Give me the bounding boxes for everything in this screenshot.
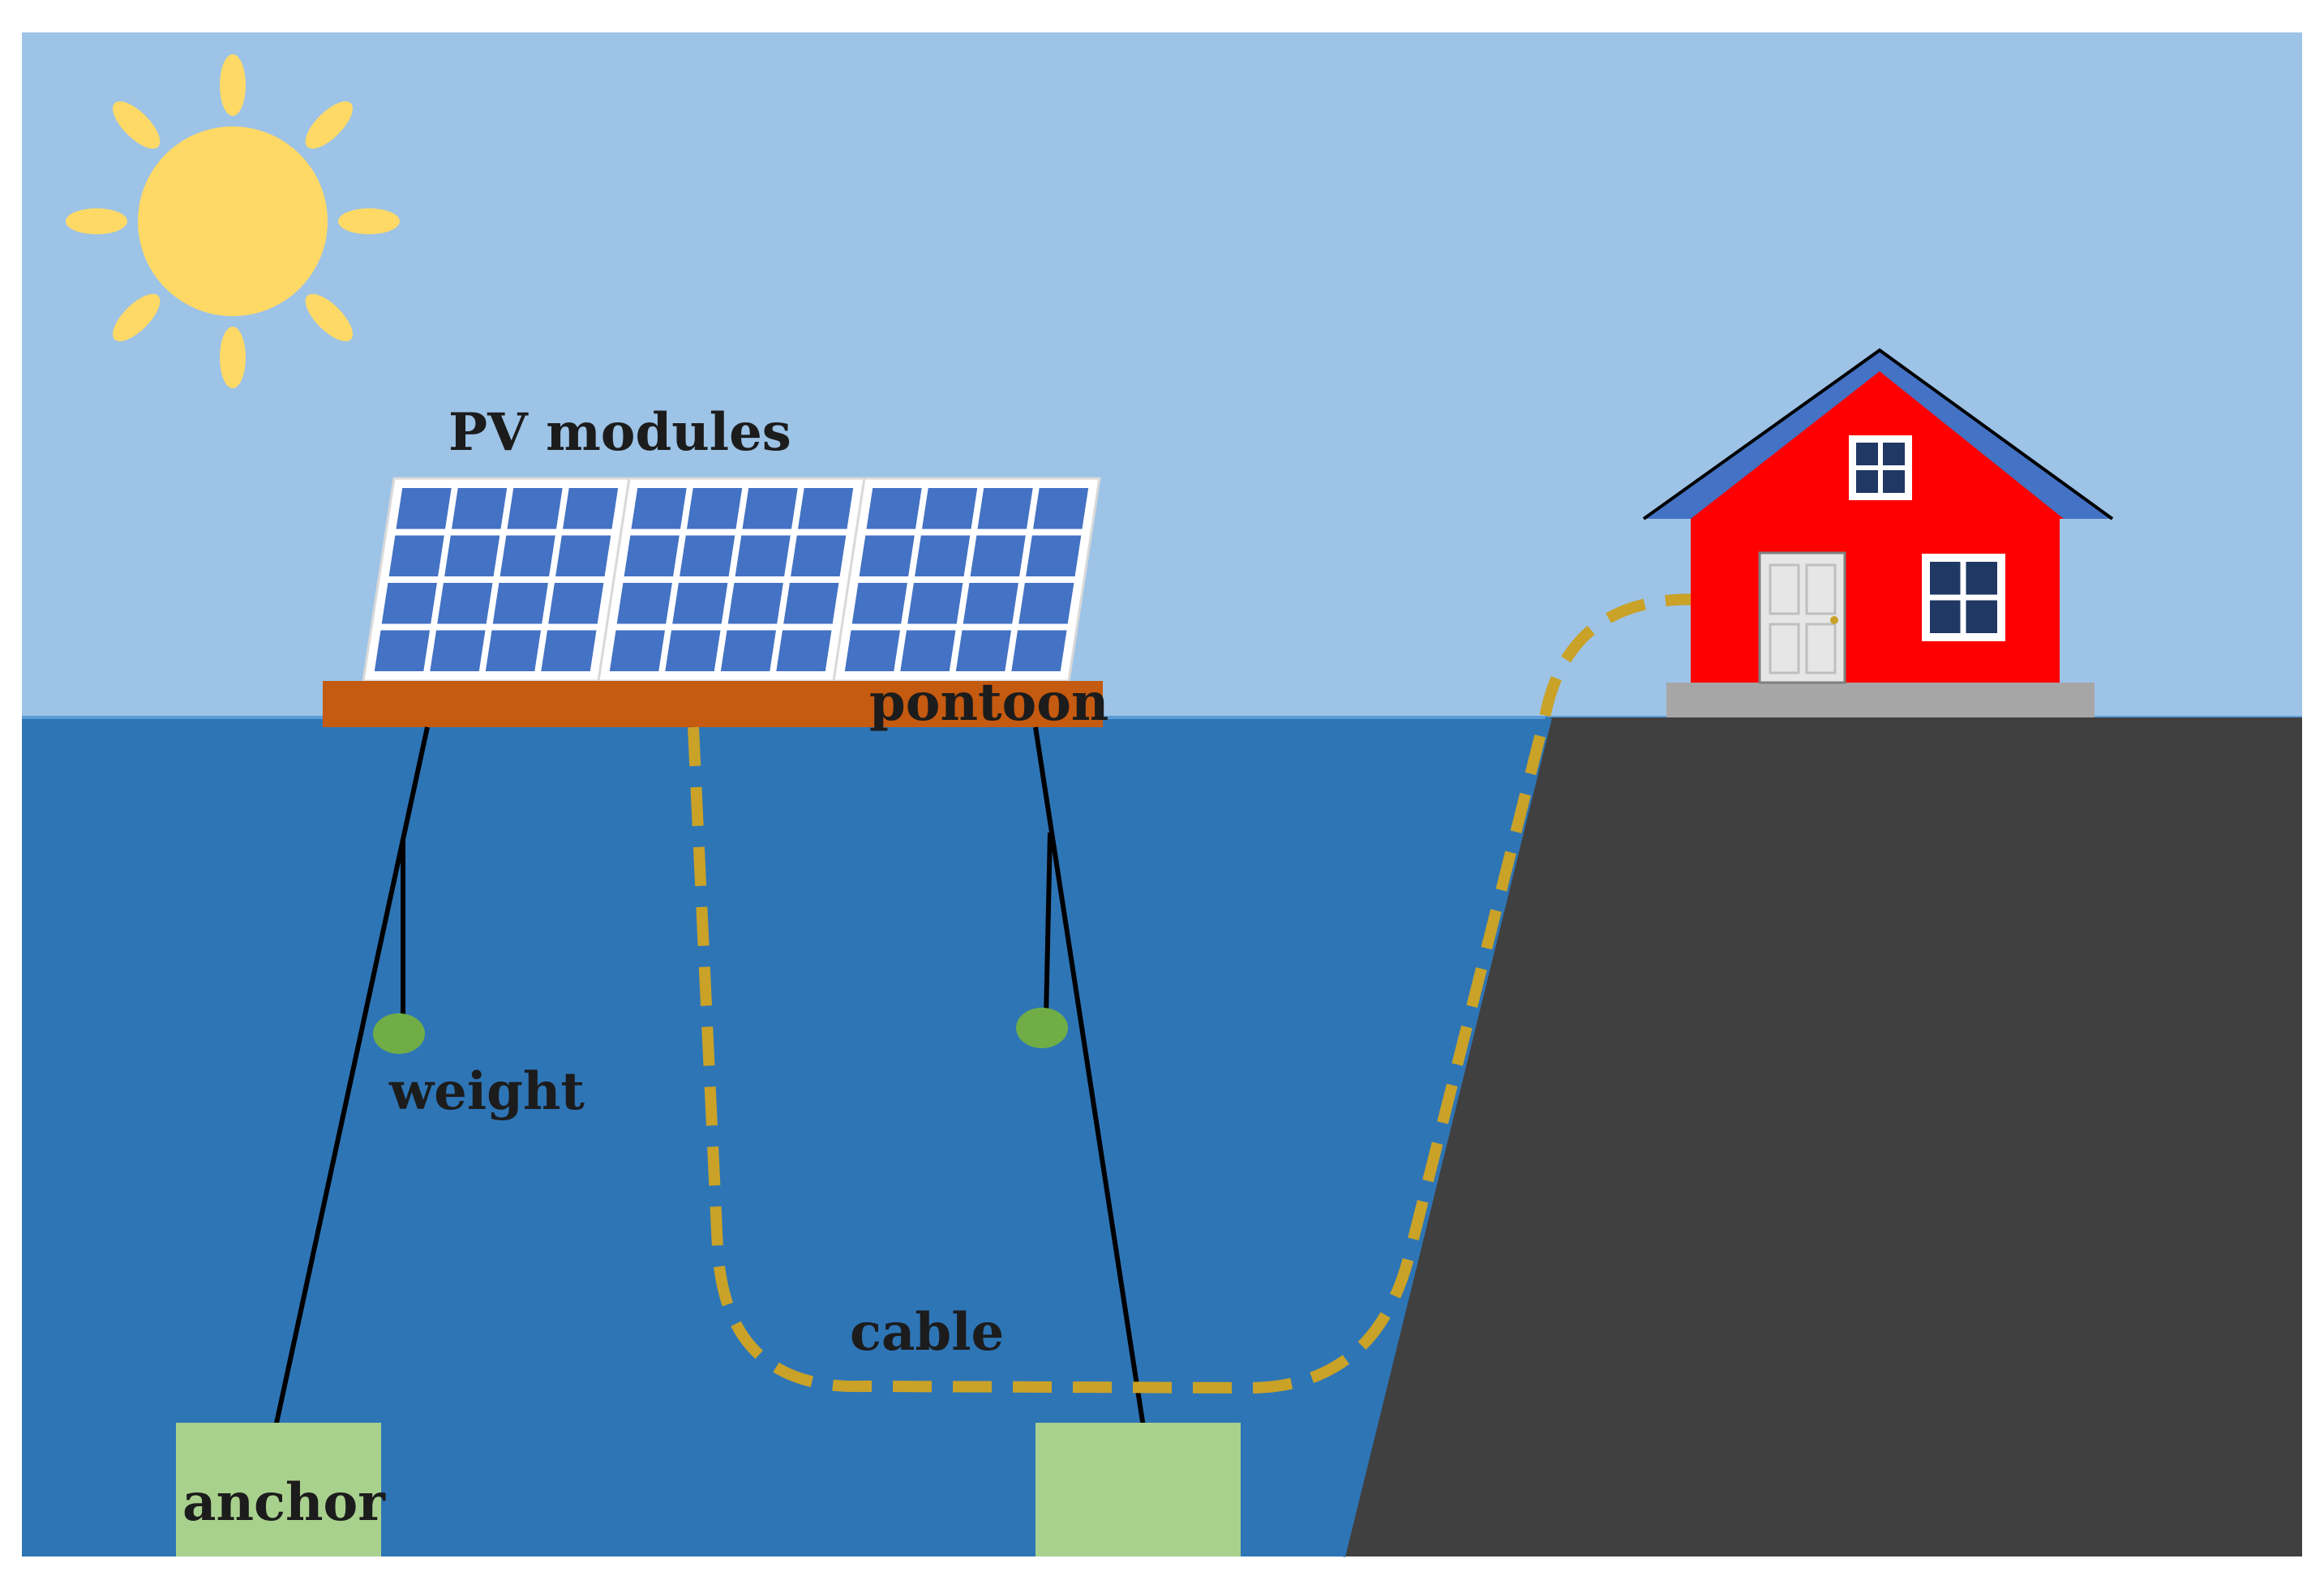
house-base [1666,683,2095,717]
pv-cell [1026,535,1082,576]
pv-cell [680,535,735,576]
pv-cell [437,583,493,624]
mooring-line-right [1033,726,1146,1428]
pv-panel-array [362,477,1101,683]
sun-ray [113,293,161,341]
pv-cell [742,488,798,529]
sun-ray [338,208,400,234]
pv-cell [541,630,597,671]
weight-line-right [1044,832,1053,1018]
pv-cell [665,630,721,671]
pv-cell [500,535,555,576]
sun-ray [66,208,127,234]
pv-cell [609,630,665,671]
weight-label: weight [388,1061,585,1122]
weight-left [373,1013,425,1054]
pv-cell [485,630,541,671]
pv-cell [492,583,548,624]
pv-cell [907,583,963,624]
pv-cell [616,583,672,624]
sun-icon [66,54,400,388]
house-door [1758,551,1846,684]
pv-cell [563,488,619,529]
pv-cell [776,630,832,671]
pv-cell [791,535,847,576]
pv-cell [381,583,437,624]
pv-cell [866,488,922,529]
pontoon [323,681,1103,727]
pv-cell [844,630,900,671]
pv-cell [548,583,604,624]
pv-cell [631,488,687,529]
pv-cell [555,535,611,576]
pv-cell [977,488,1033,529]
pv-cell [1033,488,1089,529]
pv-panel-icon [832,477,1101,683]
house-icon [1642,348,2114,717]
sun-ray [305,293,353,341]
pv-cell [970,535,1026,576]
pv-cell [727,583,783,624]
cable [688,593,1708,1394]
sun-ray [305,101,353,149]
weight-right [1016,1008,1068,1048]
pv-cell [452,488,508,529]
pv-cell [507,488,563,529]
pv-cell [859,535,915,576]
pv-panel-icon [362,477,631,683]
pv-cell [430,630,486,671]
cable-label: cable [850,1302,1004,1363]
pv-cell [900,630,956,671]
pv-cell [374,630,430,671]
pv-cell [783,583,839,624]
pv-cell [735,535,791,576]
pv-cell [851,583,907,624]
sun-ray [220,327,246,388]
pv-cell [720,630,776,671]
pv-cell [624,535,680,576]
pv-cell [396,488,452,529]
pv-cell [1018,583,1074,624]
sun-ray [113,101,161,149]
mooring-lines [273,726,1146,1428]
anchor-label: anchor [182,1472,386,1533]
pv-cell [672,583,728,624]
pv-cell [955,630,1011,671]
pv-cell [1011,630,1067,671]
pv-cell [388,535,444,576]
pv-cell [798,488,854,529]
pv-cell [963,583,1018,624]
land [1342,717,2302,1556]
pontoon-label: pontoon [869,672,1108,733]
pv-panel-icon [597,477,866,683]
sun-ray [220,54,246,116]
pv-cell [687,488,743,529]
pv-modules-label: PV modules [448,402,791,463]
pv-cell [444,535,500,576]
anchor-left [176,1423,381,1556]
anchor-right [1036,1423,1241,1556]
pv-cell [922,488,978,529]
pv-cell [915,535,971,576]
